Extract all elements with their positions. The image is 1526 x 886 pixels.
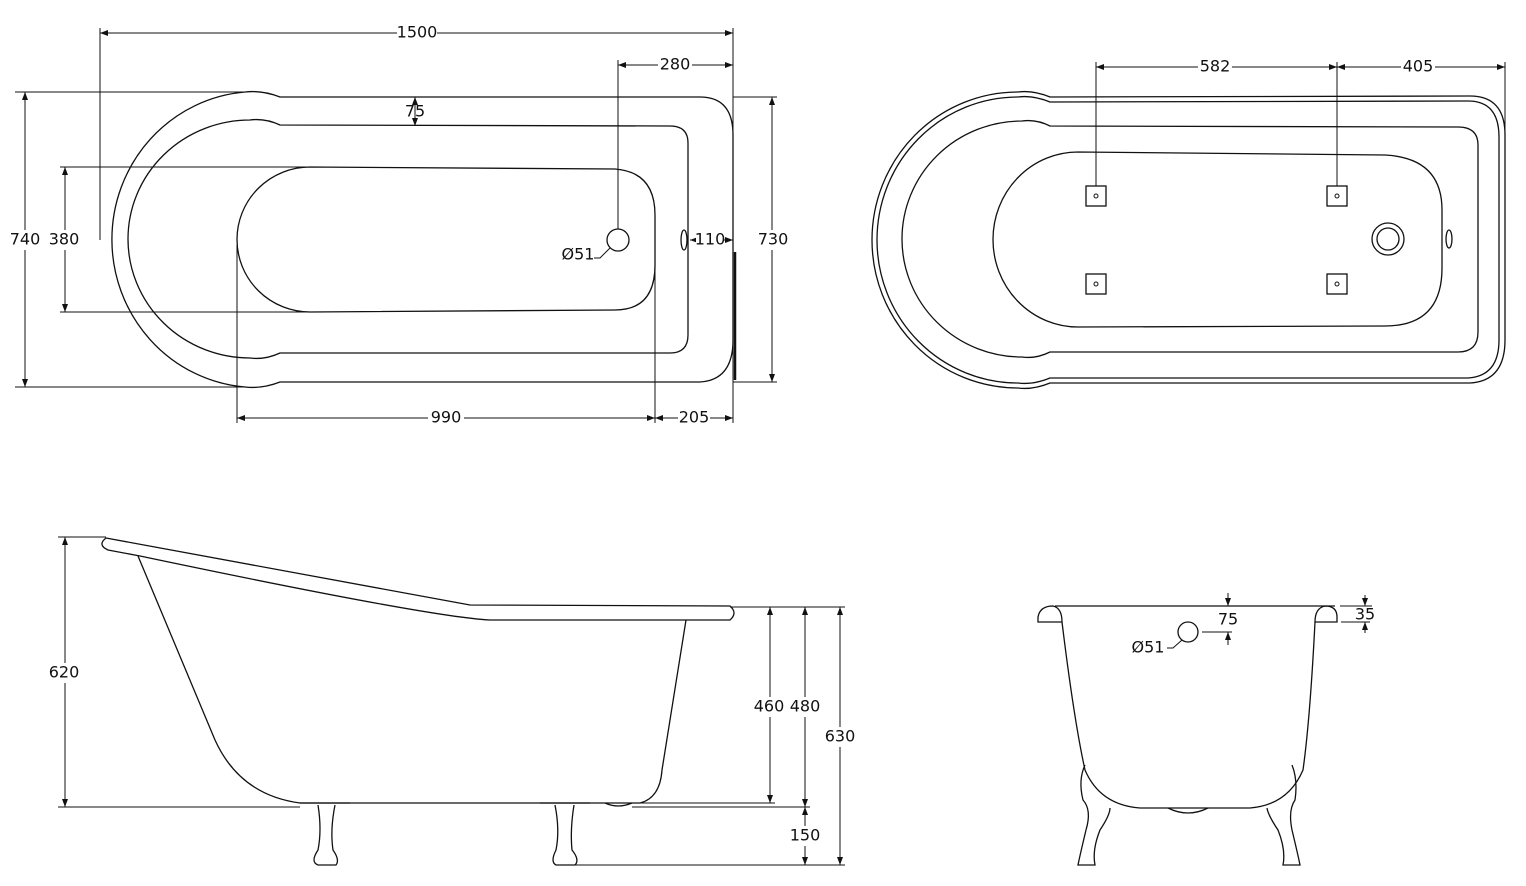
tub-body [1061,621,1316,809]
dim-basin-length: 990 [431,408,462,427]
plan-view: 1500 280 75 740 380 Ø51 110 730 990 205 [8,23,789,427]
overflow [1445,229,1453,249]
underside-view: 582 405 [871,57,1506,390]
dim-drain-offset: 280 [660,55,691,74]
dim-inner-width: 730 [758,230,789,249]
foot-right [1266,764,1301,866]
dim-rim-height: 35 [1355,605,1375,624]
dim-basin-width: 380 [49,230,80,249]
waste-drain [1177,621,1199,643]
dim-back-height: 620 [49,663,80,682]
basin-outline [236,166,656,313]
dim-foot-spacing: 582 [1200,57,1231,76]
dim-end-offset: 205 [679,408,710,427]
sloped-rim [101,537,735,621]
dim-foot-end-offset: 405 [1403,57,1434,76]
dim-body-height: 480 [790,697,821,716]
overflow [680,229,688,251]
waste-drain [1371,222,1405,256]
foot-right [540,802,590,866]
dim-overall-height: 630 [825,727,856,746]
foot-left [1077,764,1111,866]
foot-mounts [1085,185,1348,295]
foot-left [300,802,350,866]
waste-drain [606,228,630,252]
dim-overall-length: 1500 [397,23,438,42]
dim-rim-width: 75 [405,102,425,121]
dim-overall-width: 740 [10,230,41,249]
rim-roll-left [1037,605,1063,623]
tub-body [137,555,687,804]
dim-inner-depth: 460 [754,697,785,716]
rim-roll-right [1314,605,1338,623]
dim-overflow-depth: 75 [1218,610,1238,629]
dim-waste-diameter: Ø51 [1132,638,1165,657]
outer-rim-outline [111,90,734,389]
dim-overflow-offset: 110 [695,230,726,249]
inner-rim-outline [127,118,689,360]
side-view: 620 460 480 630 150 [47,536,857,866]
end-view: 75 Ø51 35 [1037,593,1375,866]
dim-foot-height: 150 [790,826,821,845]
dim-waste-diameter: Ø51 [562,245,595,264]
